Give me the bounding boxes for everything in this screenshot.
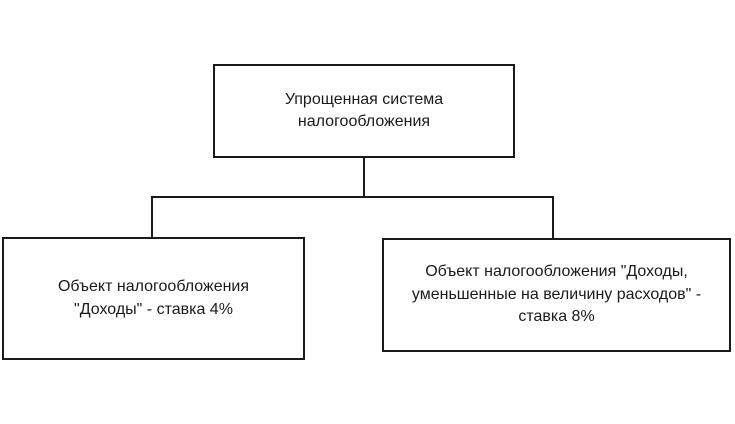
node-income-rate-4: Объект налогообложения "Доходы" - ставка… — [2, 237, 305, 360]
connector-left-drop — [151, 196, 153, 238]
node-income-minus-expenses-rate-8: Объект налогообложения "Доходы, уменьшен… — [382, 238, 731, 352]
connector-right-drop — [552, 196, 554, 239]
connector-root-stem — [363, 158, 365, 198]
node-label: Упрощенная система налогообложения — [284, 90, 444, 130]
connector-horizontal — [151, 196, 554, 198]
node-label: Объект налогообложения "Доходы, уменьшен… — [411, 263, 702, 326]
node-label: Объект налогообложения "Доходы" - ставка… — [57, 278, 250, 318]
node-simplified-tax-system: Упрощенная система налогообложения — [213, 64, 515, 158]
